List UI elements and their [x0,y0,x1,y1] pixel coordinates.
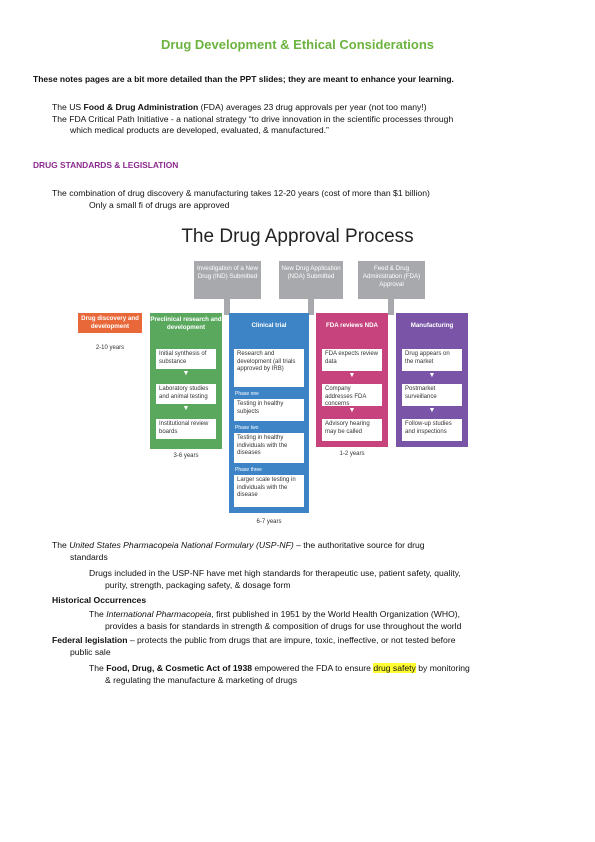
manufacturing-label: Manufacturing [410,322,454,329]
nda-item: Company addresses FDA concerns [322,384,382,407]
phase-two-label: Phase two [235,425,259,431]
discovery-phase-box: Drug discovery and development [78,313,142,333]
usp-standards-line1: Drugs included in the USP-NF have met hi… [89,568,461,578]
preclinical-item: Laboratory studies and animal testing [156,384,216,404]
preclinical-years: 3-6 years [173,453,199,459]
usp-standards-line2: purity, strength, packaging safety, & do… [105,580,291,590]
historical-heading: Historical Occurrences [52,595,147,605]
down-arrow-icon: ▼ [182,370,190,377]
down-arrow-icon: ▼ [182,405,190,412]
clinical-item: Research and development (all trials app… [234,349,304,387]
manufacturing-item: Drug appears on the market [402,349,462,371]
federal-legislation-line1: Federal legislation – protects the publi… [52,635,456,645]
phase-one-label: Phase one [235,391,259,397]
nda-item: Advisory hearing may be called [322,419,382,441]
nda-review-label: FDA reviews NDA [325,322,379,329]
intl-pharmacopeia-line2: provides a basis for standards in streng… [105,621,462,631]
intro-note: These notes pages are a bit more detaile… [33,74,454,84]
connector [308,299,314,315]
preclinical-item: Initial synthesis of substance [156,349,216,369]
federal-legislation-line2: public sale [70,647,111,657]
clinical-item: Larger scale testing in individuals with… [234,475,304,507]
critical-path-line2: which medical products are developed, ev… [70,125,329,135]
clinical-item: Testing in healthy individuals with the … [234,433,304,463]
down-arrow-icon: ▼ [348,407,356,414]
ind-submitted-box: Investigation of a New Drug (IND) Submit… [194,261,261,299]
diagram-title: The Drug Approval Process [181,226,414,247]
fda-approval-box: Feed & Drug Administration (FDA) Approva… [358,261,425,299]
manufacturing-item: Postmarket surveillance [402,384,462,406]
nda-years: 1-2 years [339,451,365,457]
clinical-item: Testing in healthy subjects [234,399,304,421]
preclinical-label: Preclinical research and development [150,316,222,331]
clinical-years: 6-7 years [256,519,282,525]
fdc-act-line1: The Food, Drug, & Cosmetic Act of 1938 e… [89,663,470,673]
nda-submitted-box: New Drug Application (NDA) Submitted [279,261,343,299]
usp-nf-paragraph-cont: standards [70,552,108,562]
section-header: DRUG STANDARDS & LEGISLATION [33,160,179,170]
fdc-act-line2: & regulating the manufacture & marketing… [105,675,298,685]
connector [388,299,394,315]
preclinical-item: Institutional review boards [156,419,216,439]
clinical-label: Clinical trial [251,322,287,329]
intl-pharmacopeia-line1: The International Pharmacopeia, first pu… [89,609,461,619]
manufacturing-item: Follow-up studies and inspections [402,419,462,441]
fda-paragraph: The US Food & Drug Administration (FDA) … [52,102,427,112]
phase-three-label: Phase three [235,467,262,473]
down-arrow-icon: ▼ [348,372,356,379]
down-arrow-icon: ▼ [428,407,436,414]
page-title: Drug Development & Ethical Consideration… [160,37,435,52]
critical-path-line1: The FDA Critical Path Initiative - a nat… [52,114,454,124]
down-arrow-icon: ▼ [428,372,436,379]
approved-fraction-line: Only a small fi of drugs are approved [89,200,230,210]
timeline-paragraph: The combination of drug discovery & manu… [52,188,430,198]
nda-item: FDA expects review data [322,349,382,371]
highlighted-term: drug safety [373,663,416,673]
connector [224,299,230,315]
discovery-years: 2-10 years [95,345,125,351]
usp-nf-paragraph: The United States Pharmacopeia National … [52,540,425,550]
